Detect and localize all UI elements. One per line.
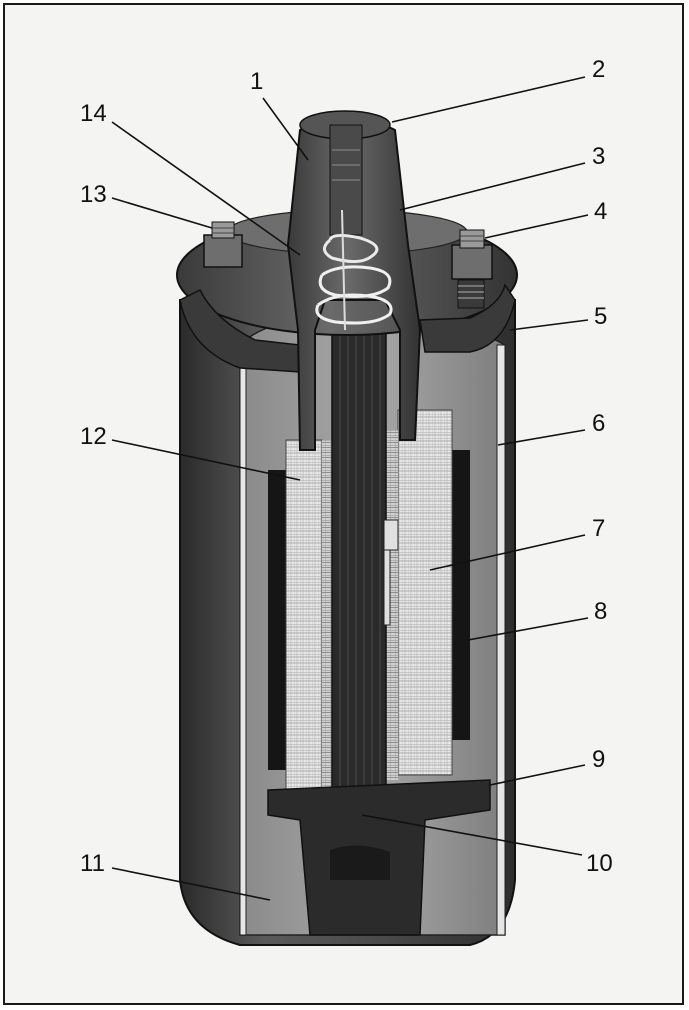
magnetic-core	[331, 319, 399, 851]
leader-line-14	[111, 121, 301, 256]
callout-2: 2	[592, 56, 606, 83]
spring-contact	[315, 209, 393, 331]
bottom-insulator	[267, 779, 491, 936]
primary-winding	[322, 430, 398, 790]
leader-line-2	[391, 76, 586, 123]
callout-6: 6	[592, 410, 606, 437]
callout-5: 5	[594, 303, 608, 330]
callout-10: 10	[586, 850, 613, 877]
leader-line-13	[111, 197, 213, 229]
leader-line-12	[111, 439, 301, 481]
leader-line-8	[467, 617, 589, 641]
leader-line-6	[497, 429, 586, 446]
callout-11: 11	[80, 850, 105, 877]
high-voltage-tower	[286, 110, 422, 451]
leader-line-3	[399, 162, 586, 211]
callout-13: 13	[80, 181, 107, 208]
outer-magnetic-sheath	[268, 450, 470, 770]
callout-1: 1	[250, 68, 264, 95]
leader-line-7	[429, 534, 586, 571]
terminal-left	[203, 221, 243, 268]
callout-8: 8	[594, 598, 608, 625]
leader-line-5	[509, 319, 589, 331]
leader-lines	[111, 76, 589, 901]
callout-4: 4	[594, 198, 608, 225]
callout-14: 14	[80, 100, 107, 127]
secondary-winding	[285, 409, 453, 791]
leader-line-10	[361, 814, 583, 856]
leader-line-9	[489, 764, 586, 786]
callout-9: 9	[592, 746, 606, 773]
callout-12: 12	[80, 423, 107, 450]
terminal-right	[451, 229, 493, 309]
leader-line-4	[484, 214, 589, 239]
leader-line-1	[262, 97, 309, 161]
leader-line-11	[111, 867, 271, 901]
callout-7: 7	[592, 515, 606, 542]
callout-3: 3	[592, 143, 606, 170]
